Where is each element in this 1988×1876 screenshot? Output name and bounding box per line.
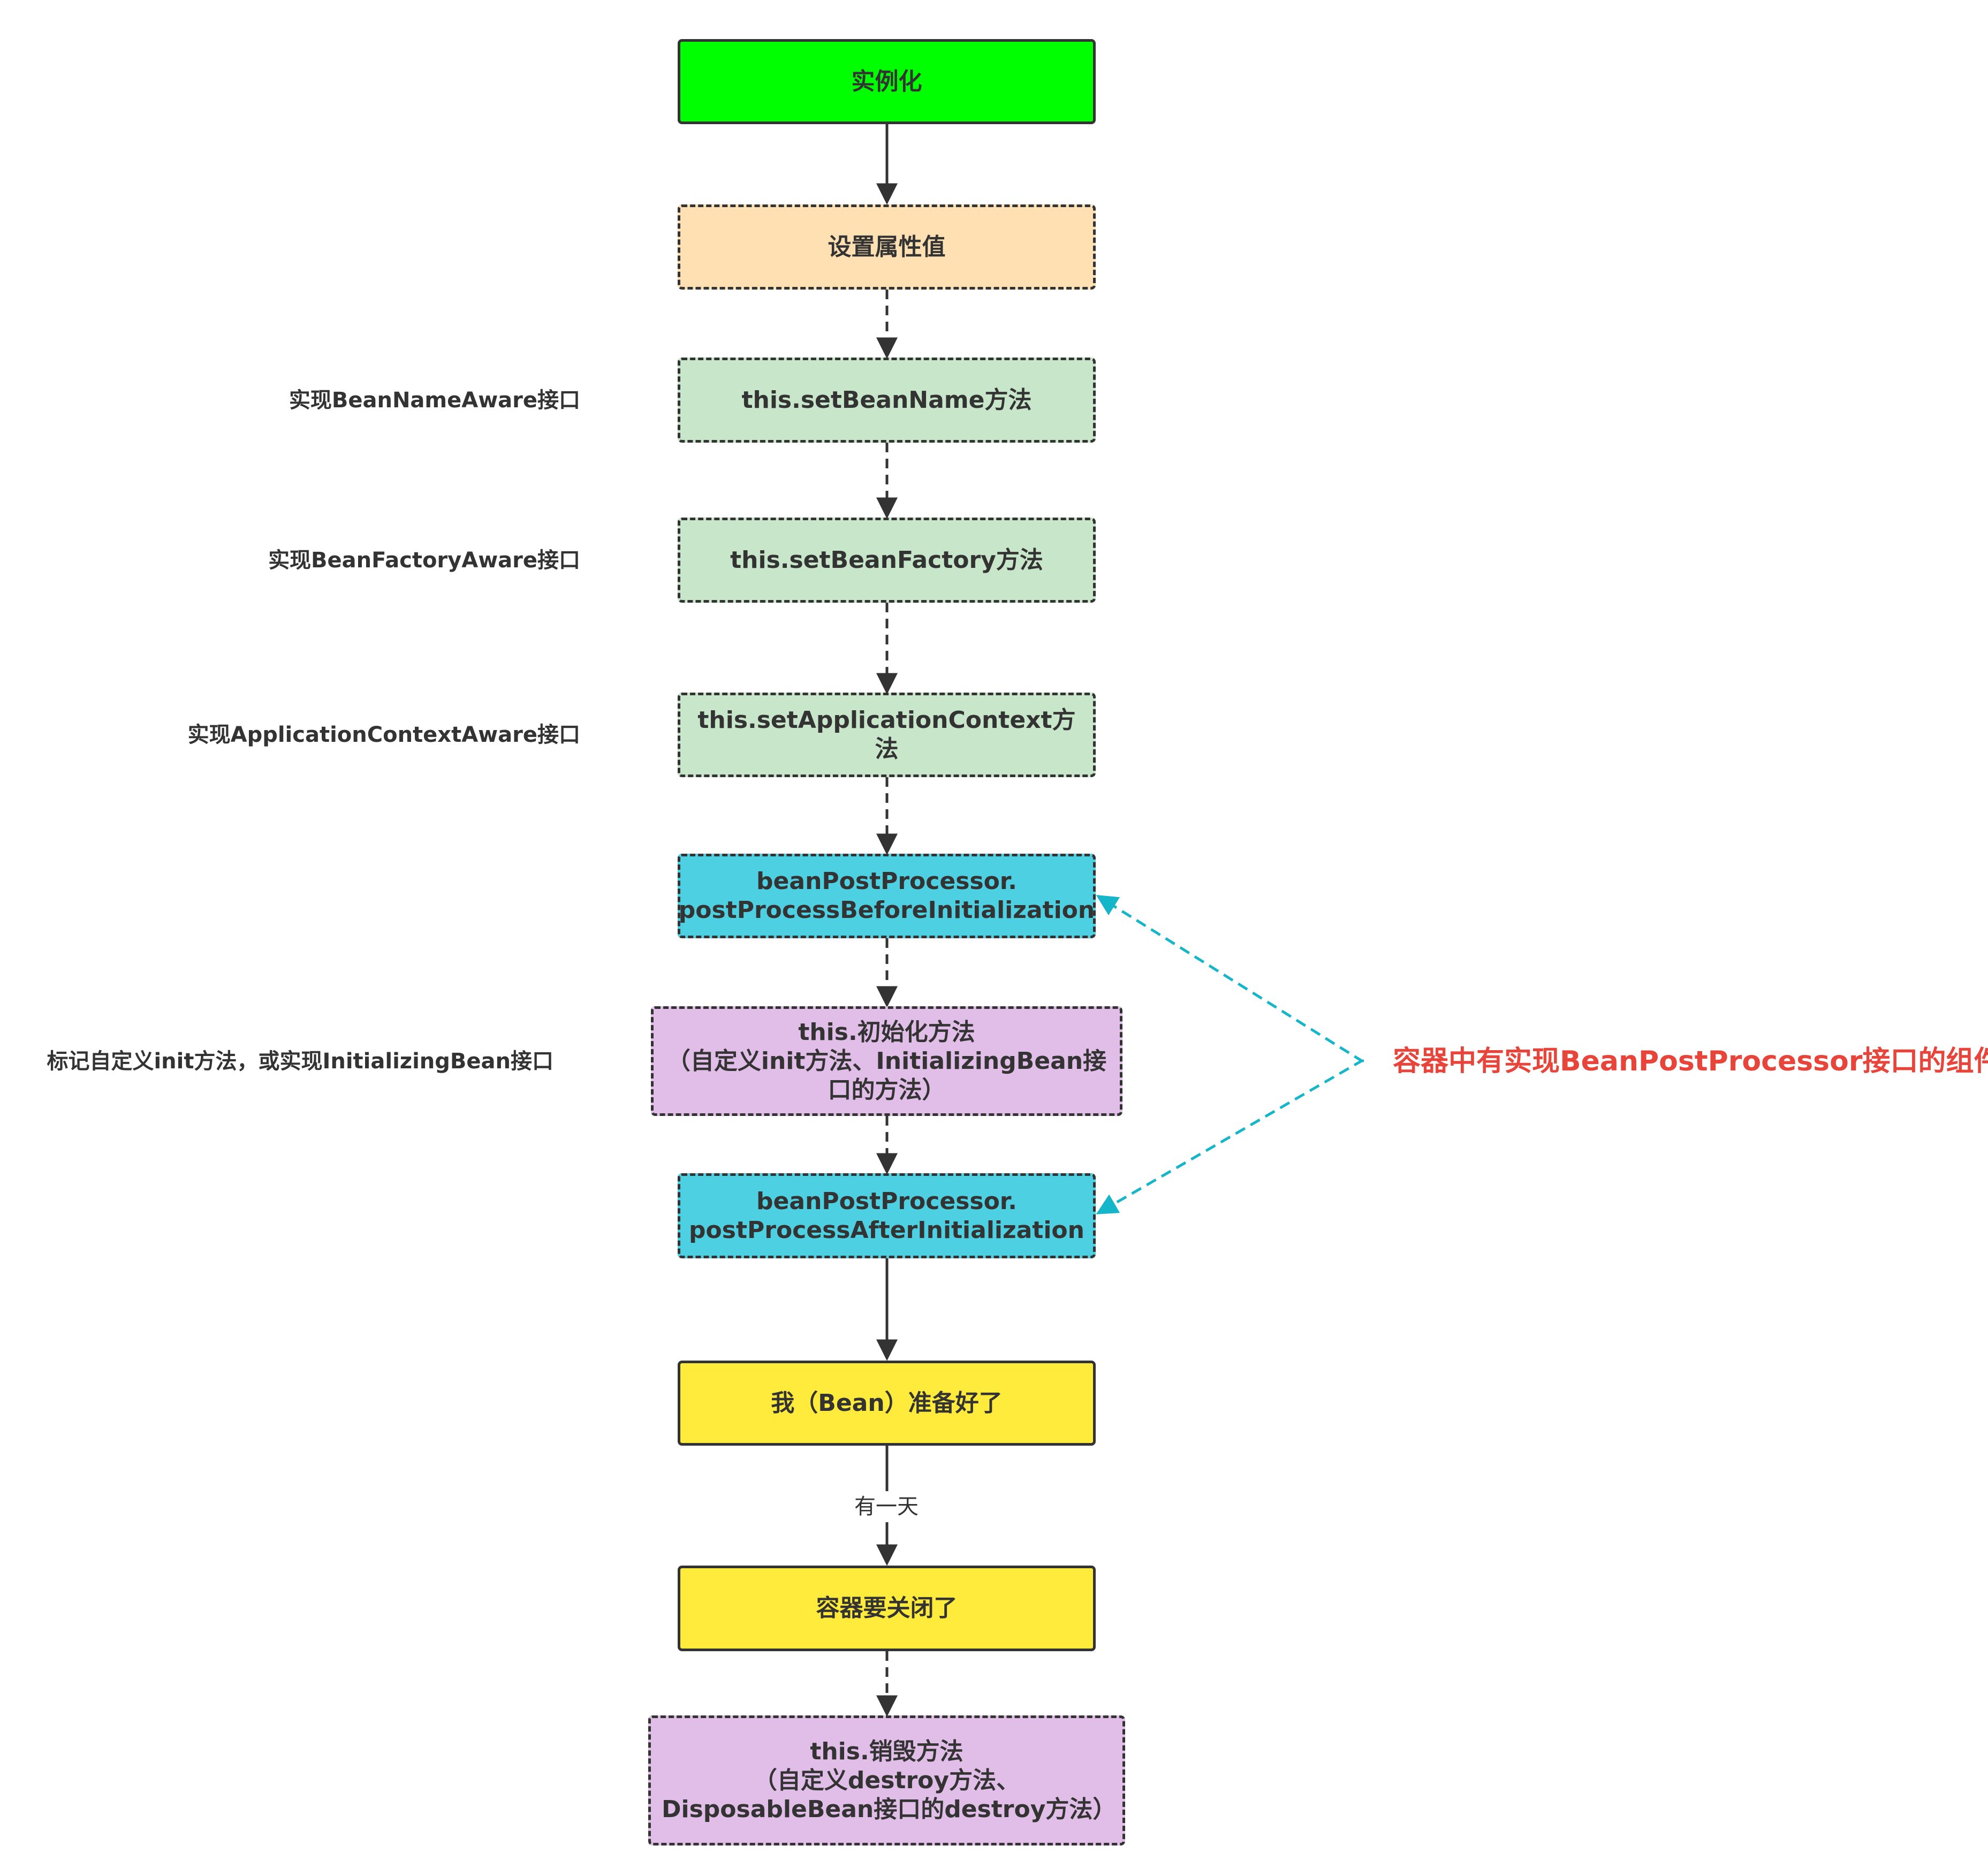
node-destroy-method-label: this.销毁方法 （自定义destroy方法、 DisposableBean接… [662, 1737, 1117, 1823]
node-instantiate: 实例化 [678, 39, 1096, 124]
edge-annotation-to-after [1096, 1059, 1364, 1214]
node-set-bean-factory: this.setBeanFactory方法 [678, 518, 1096, 603]
annotation-bean-post-processor: 容器中有实现BeanPostProcessor接口的组件 [1393, 1045, 1988, 1077]
node-destroy-method: this.销毁方法 （自定义destroy方法、 DisposableBean接… [648, 1715, 1125, 1845]
node-container-close-label: 容器要关闭了 [816, 1594, 958, 1622]
node-set-bean-factory-label: this.setBeanFactory方法 [730, 546, 1043, 574]
node-set-properties: 设置属性值 [678, 204, 1096, 290]
side-label-bean-factory-aware: 实现BeanFactoryAware接口 [268, 548, 580, 573]
side-label-bean-name-aware: 实现BeanNameAware接口 [289, 388, 580, 413]
node-set-app-context-label: this.setApplicationContext方法 [697, 707, 1076, 763]
node-post-process-after-label: beanPostProcessor. postProcessAfterIniti… [689, 1187, 1084, 1244]
node-set-bean-name-label: this.setBeanName方法 [741, 386, 1032, 414]
node-set-bean-name: this.setBeanName方法 [678, 358, 1096, 443]
node-post-process-before: beanPostProcessor. postProcessBeforeInit… [678, 854, 1096, 938]
node-init-method-label: this.初始化方法 （自定义init方法、InitializingBean接 … [666, 1018, 1107, 1104]
node-bean-ready: 我（Bean）准备好了 [678, 1361, 1096, 1446]
node-set-app-context: this.setApplicationContext方法 [678, 693, 1096, 777]
node-init-method: this.初始化方法 （自定义init方法、InitializingBean接 … [651, 1006, 1122, 1116]
side-label-init: 标记自定义init方法，或实现InitializingBean接口 [47, 1049, 553, 1074]
node-post-process-before-label: beanPostProcessor. postProcessBeforeInit… [678, 868, 1095, 924]
edge-annotation-to-before [1096, 895, 1364, 1062]
node-instantiate-label: 实例化 [851, 67, 922, 95]
node-bean-ready-label: 我（Bean）准备好了 [771, 1389, 1003, 1417]
node-post-process-after: beanPostProcessor. postProcessAfterIniti… [678, 1173, 1096, 1258]
node-container-close: 容器要关闭了 [678, 1566, 1096, 1651]
node-set-properties-label: 设置属性值 [828, 233, 946, 261]
edge-label-one-day: 有一天 [851, 1491, 922, 1522]
side-label-app-context-aware: 实现ApplicationContextAware接口 [187, 723, 580, 747]
